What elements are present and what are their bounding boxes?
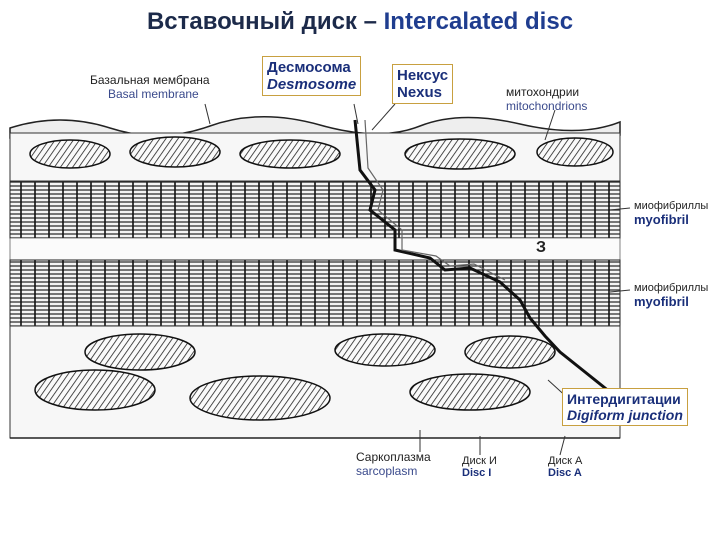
pointer-basal <box>204 103 211 125</box>
mitochondria-en: mitochondrions <box>506 99 588 113</box>
myofibril-1-ru: миофибриллы <box>634 200 709 212</box>
myofibril-band-2 <box>9 259 621 327</box>
digiform-ru: Интердигитации <box>567 391 681 407</box>
page-title: Вставочный диск – Intercalated disc <box>0 8 720 36</box>
pointer-desmosome <box>353 103 359 125</box>
nexus-ru: Нексус <box>397 67 449 84</box>
mitochondria-top <box>29 136 614 170</box>
myofibril-2-en: myofibril <box>634 294 689 309</box>
sarcoplasm-label: Саркоплазма sarcoplasm <box>356 450 431 478</box>
title-dash: – <box>356 8 384 35</box>
mitochondria-ru: митохондрии <box>506 85 580 99</box>
myofibril-label-1: миофибриллы myofibril <box>634 200 708 227</box>
sarcoplasm-en: sarcoplasm <box>356 464 418 478</box>
basal-membrane-en: Basal membrane <box>108 87 199 101</box>
title-en: Intercalated disc <box>383 8 574 35</box>
sarcoplasm-middle <box>9 237 621 261</box>
sarcoplasm-ru: Саркоплазма <box>356 450 431 464</box>
mitochondria-label: митохондрии mitochondrions <box>506 85 587 113</box>
myofibril-2-ru: миофибриллы <box>634 282 709 294</box>
mitochondria-bottom <box>34 333 556 421</box>
pointer-nexus <box>371 103 396 131</box>
disc-i-label: Диск И Disc I <box>462 455 497 479</box>
desmosome-label: Десмосома Desmosome <box>262 56 362 96</box>
marker-z: З <box>536 239 546 256</box>
myofibril-label-2: миофибриллы myofibril <box>634 282 708 309</box>
disc-a-label: Диск А Disc A <box>548 455 582 479</box>
intercalated-disc-line-2 <box>364 119 506 281</box>
desmosome-en: Desmosome <box>267 76 357 93</box>
basal-membrane-label: Базальная мембрана Basal membrane <box>90 73 210 101</box>
myofibril-1-en: myofibril <box>634 212 689 227</box>
disc-a-ru: Диск А <box>548 455 583 467</box>
myofibril-band-1 <box>9 181 621 239</box>
pointer-myo2 <box>609 289 631 293</box>
title-ru: Вставочный диск <box>146 8 357 35</box>
nexus-en: Nexus <box>397 84 443 101</box>
disc-i-ru: Диск И <box>462 455 497 467</box>
desmosome-ru: Десмосома <box>267 59 351 76</box>
disc-i-en: Disc I <box>462 467 492 479</box>
pointer-discA <box>559 435 566 456</box>
pointer-myo1 <box>609 207 631 211</box>
digiform-junction-label: Интердигитации Digiform junction <box>562 388 688 426</box>
pointer-mito <box>544 109 556 141</box>
nexus-label: Нексус Nexus <box>392 64 454 104</box>
intercalated-disc-line <box>353 119 611 394</box>
digiform-en: Digiform junction <box>567 407 683 423</box>
disc-a-en: Disc A <box>548 467 582 479</box>
basal-membrane-ru: Базальная мембрана <box>90 73 210 87</box>
